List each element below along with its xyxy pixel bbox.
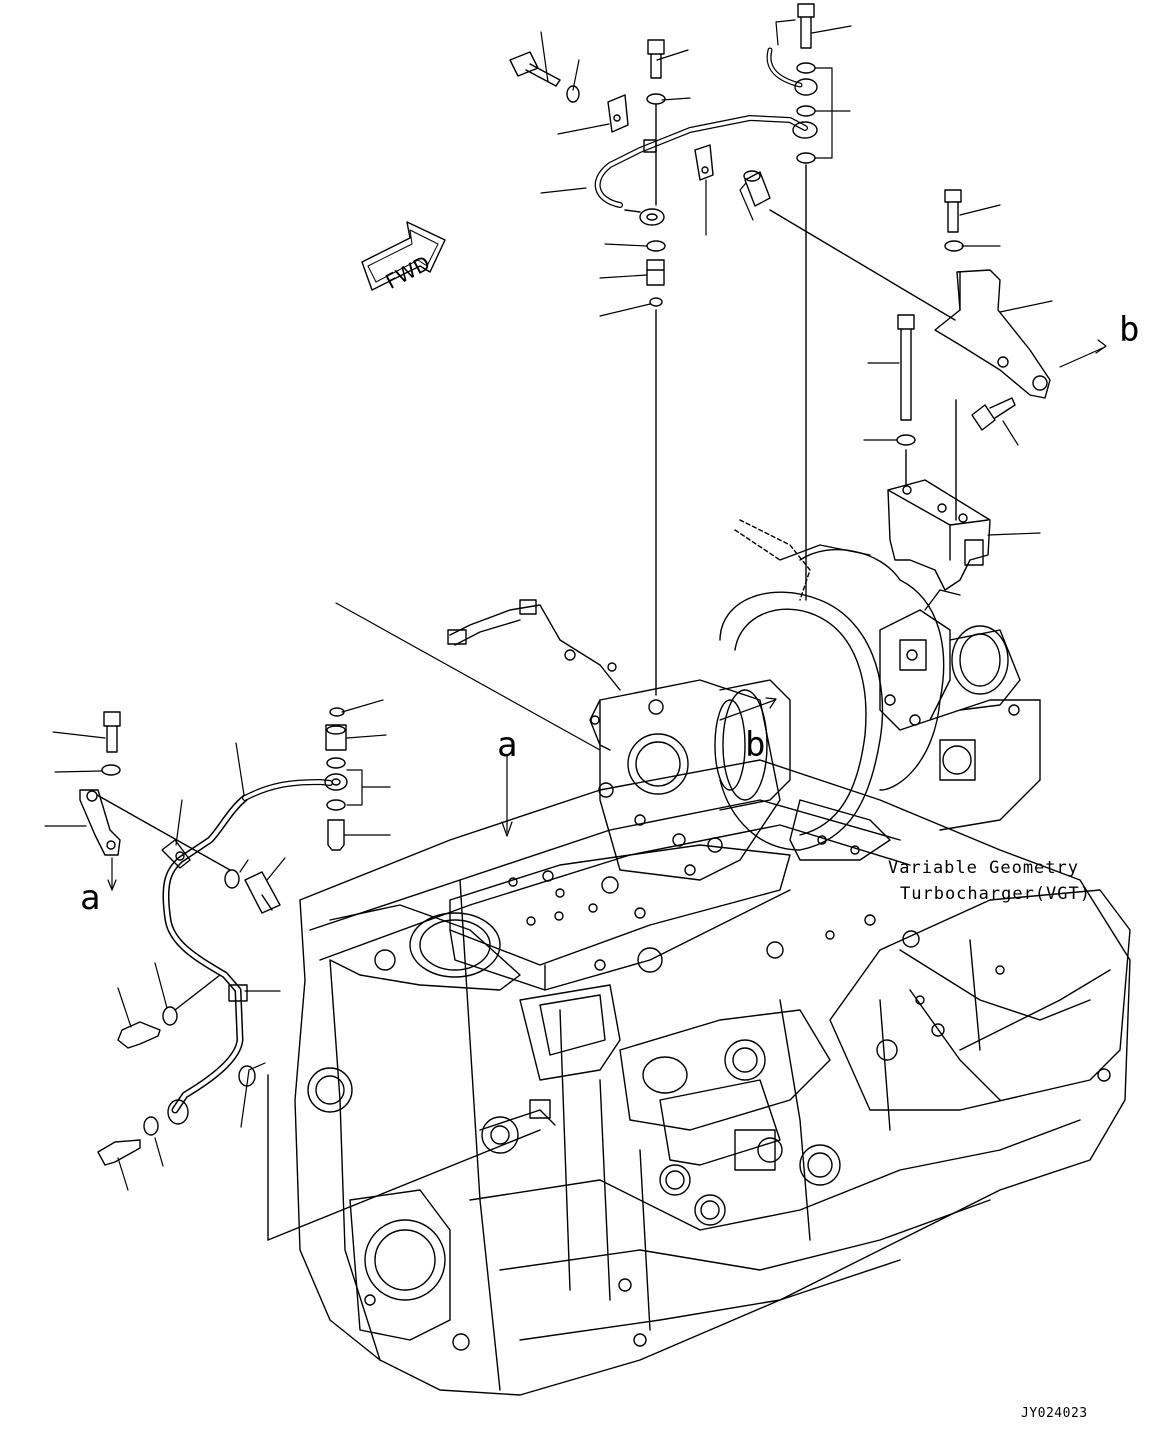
- reference-b-right: b: [1119, 310, 1140, 350]
- leader-lines: [44, 19, 1107, 1191]
- reference-a-top: a: [497, 725, 518, 765]
- reference-b-middle: b: [745, 725, 766, 765]
- drawing-id: JY024023: [1021, 1406, 1088, 1421]
- engine-block: [294, 679, 1131, 1396]
- upper-oil-line: [509, 3, 818, 696]
- forward-arrow-icon: FWD: [361, 221, 446, 294]
- fwd-label: FWD: [381, 251, 433, 294]
- turbocharger: [447, 519, 1041, 861]
- vgt-label-line2: Turbocharger(VGT): [900, 884, 1091, 904]
- lower-oil-line: [79, 707, 541, 1241]
- reference-a-left: a: [80, 878, 101, 918]
- vgt-label-line1: Variable Geometry: [888, 858, 1079, 878]
- support-brackets: [769, 189, 1051, 591]
